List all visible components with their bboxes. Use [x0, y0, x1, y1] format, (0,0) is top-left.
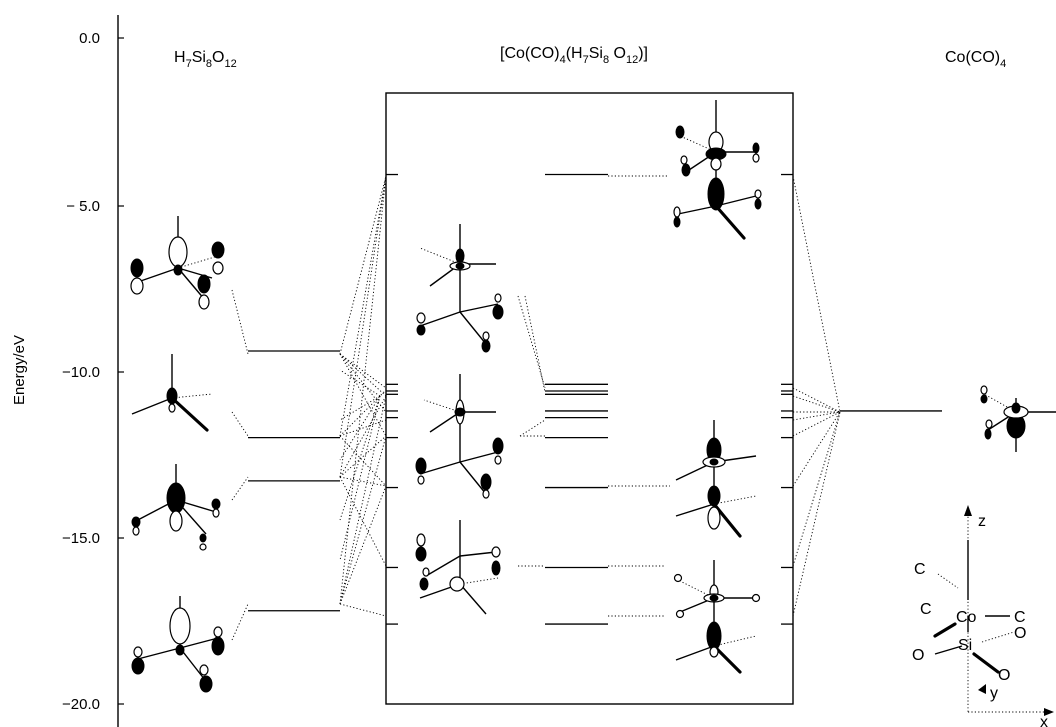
orbital-left-4 [131, 596, 225, 693]
complex-box [385, 92, 794, 705]
correlation-line [792, 411, 841, 421]
correlation-line [339, 476, 387, 487]
orbital-pointer [231, 603, 249, 641]
correlation-line [339, 395, 381, 521]
orbital-complex-a [416, 224, 504, 353]
correlation-line [339, 603, 387, 617]
correlation-line [339, 353, 387, 437]
correlation-line [792, 411, 841, 617]
energy-axis: 0.0 − 5.0 −10.0 −15.0 −20.0 Energy/eV [11, 15, 124, 727]
energy-levels [248, 173, 942, 625]
tick-label-20: −20.0 [62, 696, 100, 713]
orbital-pointer [231, 289, 249, 355]
correlation-line [339, 389, 387, 437]
orbital-left-1 [130, 216, 225, 310]
correlation-line [339, 175, 387, 605]
orbital-cofrag [980, 385, 1056, 452]
orbital-complex-d [673, 100, 762, 240]
correlation-line [339, 395, 381, 561]
correlation-lines [231, 175, 841, 641]
correlation-line [339, 353, 387, 413]
y-label: y [990, 685, 998, 702]
orbital-complex-f [673, 560, 761, 674]
orbital-pointer [517, 295, 546, 389]
z-arrow [964, 505, 972, 516]
correlation-line [792, 175, 841, 413]
correlation-line [792, 395, 841, 413]
si-label: Si [958, 637, 972, 654]
tick-label-5: − 5.0 [66, 198, 100, 215]
orbital-left-3 [131, 464, 221, 551]
orbital-complex-c [415, 520, 501, 615]
correlation-line [339, 395, 387, 605]
axis-title: Energy/eV [11, 335, 28, 405]
carbon-label-1: C [914, 561, 926, 578]
correlation-line [339, 435, 387, 487]
correlation-line [339, 353, 387, 397]
orbital-complex-b [415, 374, 504, 499]
carbon-label-3: C [920, 601, 932, 618]
correlation-line [339, 175, 387, 355]
correlation-line [339, 419, 387, 437]
tick-label-0: 0.0 [79, 30, 100, 47]
correlation-line [792, 387, 841, 413]
tick-label-10: −10.0 [62, 364, 100, 381]
x-label: x [1040, 714, 1048, 727]
oxygen-label-2: O [912, 647, 924, 664]
orbital-pointer [231, 476, 249, 501]
correlation-line [792, 411, 841, 487]
correlation-line [339, 435, 387, 478]
correlation-line [339, 353, 387, 389]
orbital-pointer [524, 295, 546, 393]
correlation-line [339, 395, 381, 421]
right-fragment-title: Co(CO)4 [945, 49, 1006, 70]
carbon-label-2: C [1014, 609, 1026, 626]
correlation-line [339, 369, 381, 397]
x-arrow [1044, 708, 1054, 716]
correlation-line [339, 395, 387, 478]
co-label: Co [956, 609, 977, 626]
correlation-line [339, 485, 387, 605]
oxygen-label-3: O [998, 667, 1010, 684]
complex-title: [Co(CO)4(H7Si8 O12)] [500, 45, 648, 66]
y-arrow [978, 684, 986, 694]
correlation-line [339, 395, 381, 461]
correlation-line [792, 411, 841, 567]
orbital-pointer [231, 411, 249, 437]
left-fragment-title: H7Si8O12 [174, 49, 237, 70]
oxygen-label-1: O [1014, 625, 1026, 642]
orbital-complex-e [675, 420, 757, 538]
tick-label-15: −15.0 [62, 530, 100, 547]
orbital-left-2 [131, 354, 213, 432]
orbital-pointer [519, 419, 546, 437]
z-label: z [978, 513, 986, 530]
coordinate-inset: z x y Co Si C C C O O O [912, 505, 1054, 727]
